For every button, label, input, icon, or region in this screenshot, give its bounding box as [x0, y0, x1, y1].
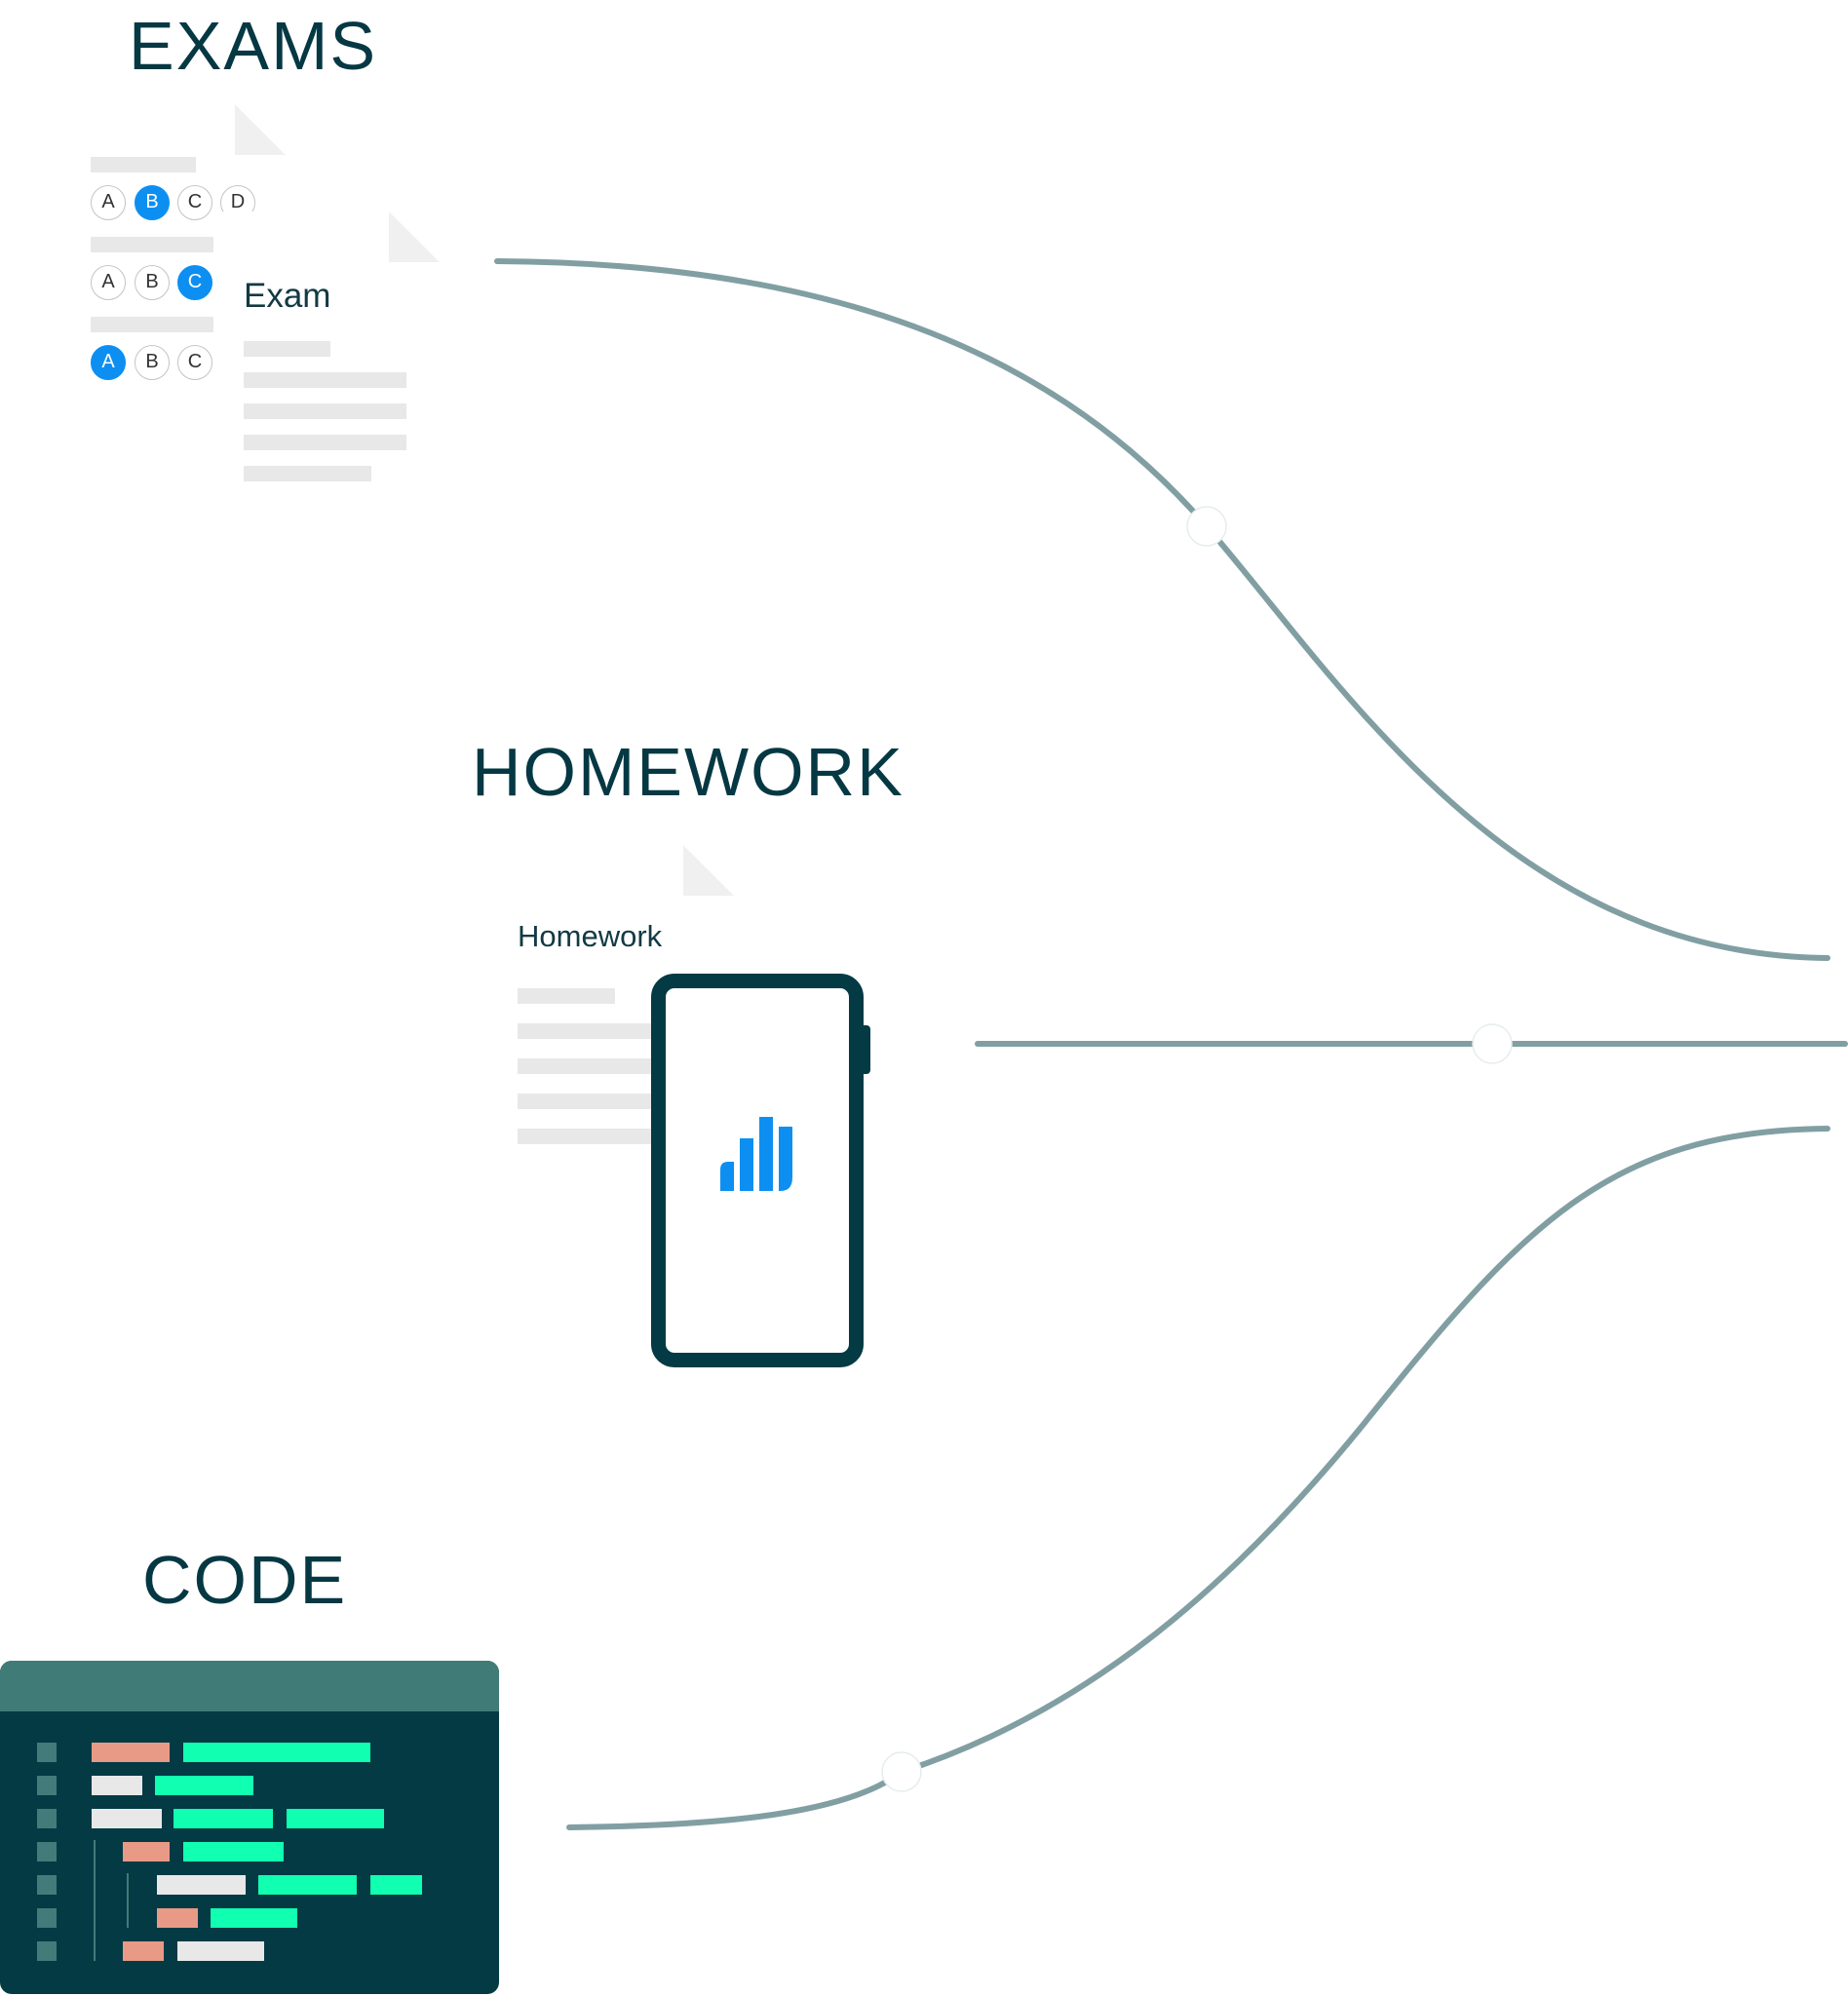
code-token [92, 1743, 170, 1762]
line-marker [37, 1743, 57, 1762]
code-token [123, 1941, 164, 1961]
homework-node [1472, 1023, 1513, 1064]
line-marker [37, 1809, 57, 1828]
placeholder-line [244, 435, 406, 450]
placeholder-line [91, 317, 247, 332]
code-title: CODE [142, 1542, 348, 1618]
code-node [881, 1751, 922, 1792]
placeholder-line [91, 157, 196, 173]
code-token [155, 1776, 253, 1795]
line-marker [37, 1842, 57, 1862]
option-b[interactable]: B [135, 265, 170, 300]
code-token [370, 1875, 422, 1895]
line-marker [37, 1908, 57, 1928]
code-token [92, 1776, 142, 1795]
placeholder-line [244, 341, 330, 357]
placeholder-line [518, 988, 615, 1004]
connector-nodes [881, 506, 1513, 1792]
placeholder-line [244, 372, 406, 388]
code-token [123, 1842, 170, 1862]
line-marker [37, 1875, 57, 1895]
line-marker [37, 1941, 57, 1961]
placeholder-line [518, 1094, 693, 1109]
exams-node [1186, 506, 1227, 547]
placeholder-line [244, 466, 371, 481]
code-token [258, 1875, 357, 1895]
option-c[interactable]: C [177, 345, 212, 380]
code-token [157, 1908, 198, 1928]
indent-guide [94, 1840, 96, 1961]
placeholder-line [518, 1023, 693, 1039]
code-token [183, 1743, 370, 1762]
option-a-selected[interactable]: A [91, 345, 126, 380]
code-editor [0, 1661, 499, 1994]
code-token [157, 1875, 246, 1895]
option-a[interactable]: A [91, 185, 126, 220]
option-b-selected[interactable]: B [135, 185, 170, 220]
option-c-selected[interactable]: C [177, 265, 212, 300]
code-token [287, 1809, 384, 1828]
placeholder-line [91, 237, 247, 252]
code-connector [566, 1126, 1830, 1830]
exam-doc-title: Exam [244, 277, 331, 315]
line-marker [37, 1776, 57, 1795]
homework-doc-title: Homework [518, 919, 663, 953]
homework-title: HOMEWORK [472, 734, 905, 810]
code-token [183, 1842, 284, 1862]
code-token [211, 1908, 297, 1928]
code-editor-titlebar [0, 1661, 499, 1711]
option-a[interactable]: A [91, 265, 126, 300]
option-c[interactable]: C [177, 185, 212, 220]
bar-chart-icon [720, 1117, 792, 1191]
exam-document: Exam [213, 211, 440, 521]
placeholder-line [244, 403, 406, 419]
option-b[interactable]: B [135, 345, 170, 380]
placeholder-line [518, 1129, 693, 1144]
code-token [92, 1809, 162, 1828]
exams-connector [494, 258, 1830, 961]
placeholder-line [518, 1058, 693, 1074]
indent-guide [127, 1873, 129, 1928]
smartphone [651, 974, 864, 1367]
code-token [177, 1941, 264, 1961]
exams-title: EXAMS [129, 8, 378, 84]
code-token [173, 1809, 273, 1828]
phone-side-button [862, 1025, 870, 1074]
